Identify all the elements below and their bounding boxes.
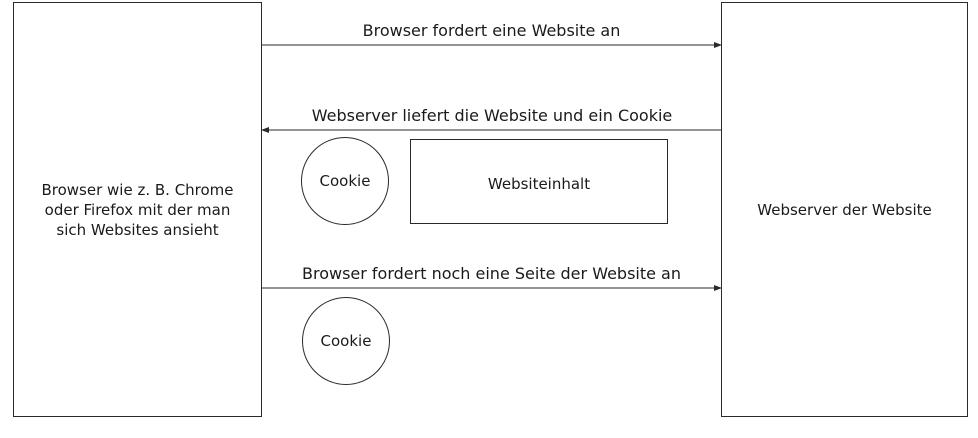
browser-box: Browser wie z. B. Chrome oder Firefox mi… xyxy=(13,2,262,417)
request-label-2: Browser fordert noch eine Seite der Webs… xyxy=(301,264,681,283)
response-label: Webserver liefert die Website und ein Co… xyxy=(311,106,673,125)
browser-label: Browser wie z. B. Chrome oder Firefox mi… xyxy=(41,180,234,239)
cookie-label-2: Cookie xyxy=(320,332,372,350)
cookie-circle-1: Cookie xyxy=(301,137,389,225)
webserver-box: Webserver der Website xyxy=(721,2,968,417)
request-label-1: Browser fordert eine Website an xyxy=(362,21,621,40)
cookie-circle-2: Cookie xyxy=(302,297,390,385)
webserver-label: Webserver der Website xyxy=(757,200,932,219)
website-content-box: Websiteinhalt xyxy=(410,139,668,224)
cookie-label-1: Cookie xyxy=(319,172,371,190)
website-content-label: Websiteinhalt xyxy=(487,175,591,193)
